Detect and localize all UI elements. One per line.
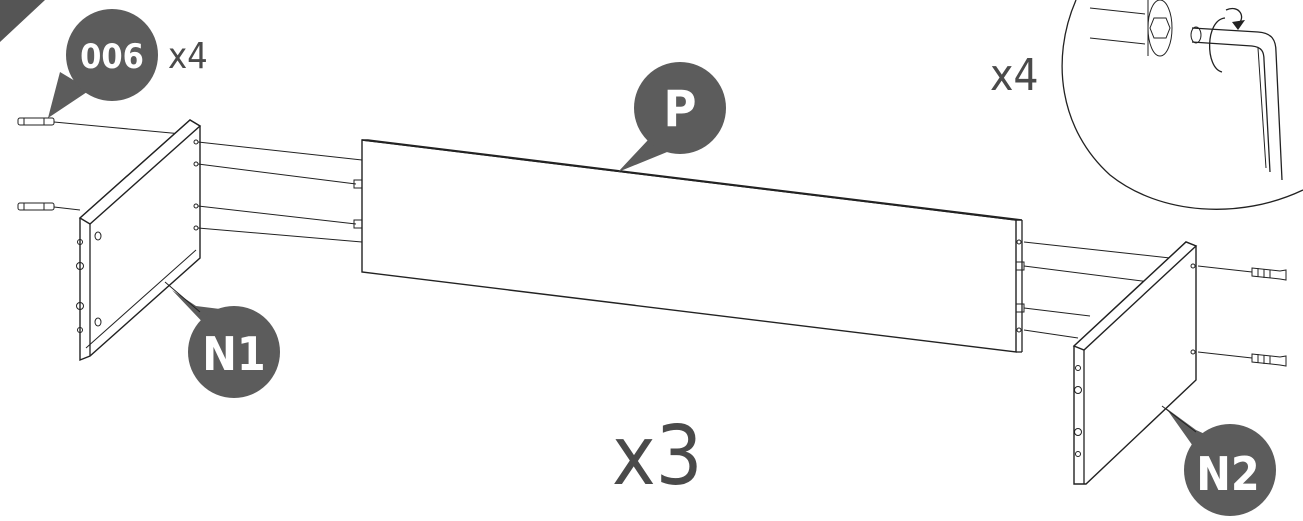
side-panel-n1 — [76, 119, 202, 362]
hardware-code: 006 — [80, 37, 144, 77]
part-n1-callout: N1 — [164, 281, 280, 398]
allen-key-icon — [1190, 26, 1283, 181]
hardware-quantity: x4 — [168, 36, 208, 77]
dowel-icon — [17, 117, 55, 126]
main-panel-p — [353, 139, 1025, 353]
rotation-arrow-icon — [1208, 7, 1245, 73]
screw-icon — [1251, 353, 1287, 367]
assembly-quantity: x3 — [612, 409, 703, 504]
part-n2-callout: N2 — [1161, 405, 1276, 516]
inset-quantity: x4 — [990, 50, 1039, 101]
dowel-icon — [17, 202, 55, 211]
part-n2-label: N2 — [1196, 447, 1259, 501]
hardware-006-callout: 006 x4 — [48, 9, 208, 118]
screw-icon — [1251, 267, 1287, 281]
screw-head-icon — [1147, 0, 1173, 57]
side-panel-n2 — [1072, 241, 1198, 485]
part-p-label: P — [664, 80, 697, 138]
hex-key-detail-inset: x4 — [990, 0, 1303, 210]
part-p-callout: P — [618, 62, 726, 172]
hardware-code-bubble — [66, 9, 158, 101]
part-n1-label: N1 — [202, 327, 265, 381]
corner-tab — [0, 0, 45, 42]
